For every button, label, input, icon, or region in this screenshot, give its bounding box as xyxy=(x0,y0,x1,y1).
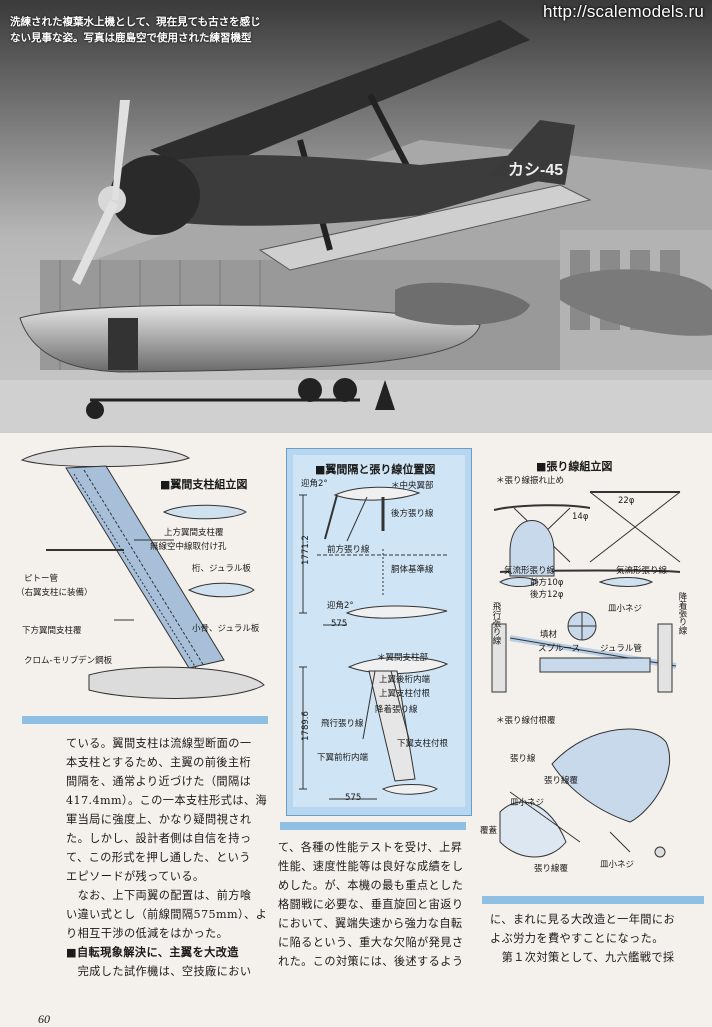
wire-label-duralumin-tube: ジュラル管 xyxy=(600,644,642,654)
strut-diagram-title: ■翼間支柱組立図 xyxy=(160,478,248,491)
photo-illustration: カシ-45 xyxy=(0,0,712,433)
diagram-inner-panel xyxy=(293,455,465,807)
col1-line: 間隔を、通常より近づけた（間隔は xyxy=(66,775,252,788)
watermark: http://scalemodels.ru xyxy=(542,2,704,21)
divider-bar-3 xyxy=(482,896,704,904)
wire-subtitle-root-cover: ＊張り線付根覆 xyxy=(496,716,556,726)
pos-label-rear-wire: 後方張り線 xyxy=(391,509,434,519)
pos-label-flying-wire: 飛行張り線 xyxy=(321,719,364,729)
wire-label-streamline-1: 気流形張り線 xyxy=(504,566,556,576)
pos-label-angle-bottom: 迎角2° xyxy=(327,601,354,611)
wire-label-streamline-2: 気流形張り線 xyxy=(616,566,668,576)
pos-label-strut-section: ＊翼間支柱部 xyxy=(377,653,429,663)
root-label-screw-2: 皿小ネジ xyxy=(600,860,635,870)
col3-line: に、まれに見る大改造と一年間にお xyxy=(490,913,676,926)
root-label-cover-2: 張り線覆 xyxy=(534,864,569,874)
col1-line: り相互干渉の低減をはかった。 xyxy=(66,927,229,940)
col1-line: 417.4mm）。この一本支柱形式は、海 xyxy=(66,794,268,807)
text-column-1: ている。翼間支柱は流線型断面の一 本支柱とするため、主翼の前後主桁 間隔を、通常… xyxy=(66,734,276,981)
wire-assembly-drawing xyxy=(491,491,681,858)
pos-label-datum-line: 胴体基準線 xyxy=(391,565,434,575)
pos-label-front-wire: 前方張り線 xyxy=(327,545,370,555)
col1-line: エピソードが残っている。 xyxy=(66,870,205,883)
caption-line-1: 洗練された複葉水上機として、現在見ても古さを感じ xyxy=(10,16,261,28)
col2-line: 格闘戦に必要な、垂直旋回と宙返り xyxy=(278,898,464,911)
pos-label-upper-rear-spar: 上翼後桁内端 xyxy=(379,675,431,685)
col1-line: て、この形式を押し通した、という xyxy=(66,851,251,864)
root-label-lid: 覆蓋 xyxy=(480,826,498,836)
strut-drawing xyxy=(20,445,265,699)
pos-label-center-wing: ＊中央翼部 xyxy=(391,481,434,491)
wire-subtitle-anti-vibration: ＊張り線振れ止め xyxy=(496,476,565,486)
col2-line: て、各種の性能テストを受け、上昇 xyxy=(278,841,463,854)
col1-line: 軍当局に強度上、かなり疑問視され xyxy=(66,813,252,826)
wire-label-spruce: スプルース xyxy=(538,644,581,654)
text-column-3: に、まれに見る大改造と一年間にお よぶ労力を費やすことになった。 第１次対策とし… xyxy=(490,910,706,967)
wire-dim-14: 14φ xyxy=(572,512,589,522)
root-label-cover: 張り線覆 xyxy=(544,776,579,786)
page-number: 60 xyxy=(38,1012,50,1026)
text-column-2: て、各種の性能テストを受け、上昇 性能、速度性能等は良好な成績をし めした。が、… xyxy=(278,838,474,971)
strut-label-rib: 小骨、ジュラル板 xyxy=(192,624,260,634)
caption-line-2: ない見事な姿。写真は鹿島空で使用された練習機型 xyxy=(10,32,252,44)
pos-label-lower-strut-root: 下翼支柱付根 xyxy=(397,739,449,749)
col2-line: において、翼端失速から強力な自転 xyxy=(278,917,463,930)
pos-dim-bottom-width: 575 xyxy=(345,793,362,803)
wire-dim-rear: 後方12φ xyxy=(530,590,564,600)
col2-line: めした。が、本機の最も重点とした xyxy=(278,879,464,892)
aircraft-photo: カシ-45 http://scalemodels.ru 洗練された複葉水上機とし… xyxy=(0,0,712,433)
wire-label-landing: 降着張り線 xyxy=(677,592,687,635)
col1-line: なお、上下両翼の配置は、前方喰 xyxy=(66,889,252,902)
pos-label-angle-top: 迎角2° xyxy=(301,479,328,489)
col2-line: に陥るという、重大な欠陥が発見さ xyxy=(278,936,464,949)
strut-assembly-diagram: ■翼間支柱組立図 上方翼間支柱覆 無線空中線取付け孔 桁、ジュラル板 ピトー管 … xyxy=(14,440,276,710)
section-heading: ■自転現象解決に、主翼を大改造 xyxy=(66,945,239,959)
wire-assembly-diagram: ■張り線組立図 ＊張り線振れ止め 22φ 14φ 前方10φ 後方12φ 気流形… xyxy=(480,452,704,890)
root-label-screw: 皿小ネジ xyxy=(510,798,545,808)
col2-line: れた。この対策には、後述するよう xyxy=(278,955,464,968)
strut-label-antenna-hole: 無線空中線取付け孔 xyxy=(150,542,227,552)
col3-line: 第１次対策として、九六艦戦で採 xyxy=(490,951,675,964)
wire-dim-22: 22φ xyxy=(618,496,635,506)
pos-label-lower-front-spar: 下翼前桁内端 xyxy=(317,753,369,763)
wire-label-countersunk-screw: 皿小ネジ xyxy=(608,604,643,614)
pos-label-upper-strut-root: 上翼支柱付根 xyxy=(379,689,431,699)
col1-line: た。しかし、設計者側は自信を持っ xyxy=(66,832,252,845)
tail-marking: カシ-45 xyxy=(508,161,563,179)
pos-dim-top-width: 575 xyxy=(331,619,348,629)
strut-label-lower-cover: 下方翼間支柱覆 xyxy=(22,626,82,636)
divider-bar-1 xyxy=(22,716,268,724)
col1-line: い違い式とし（前線間隔575mm）、よ xyxy=(66,908,268,921)
wire-dim-front: 前方10φ xyxy=(530,578,564,588)
col3-line: よぶ労力を費やすことになった。 xyxy=(490,932,664,945)
col1-line: ている。翼間支柱は流線型断面の一 xyxy=(66,737,252,750)
wire-label-filler: 填材 xyxy=(540,630,558,640)
strut-label-spar: 桁、ジュラル板 xyxy=(192,564,251,574)
wire-position-diagram: ■翼間隔と張り線位置図 迎角2° ＊中央翼部 後方張り線 前方張り線 胴体基準線… xyxy=(286,448,472,816)
col2-line: 性能、速度性能等は良好な成績をし xyxy=(278,860,464,873)
pos-dim-bottom-height: 1789.6 xyxy=(300,711,311,741)
strut-label-pitot: ピトー管 xyxy=(24,574,59,584)
strut-label-pitot-note: （右翼支柱に装備） xyxy=(16,588,93,598)
pos-dim-top-height: 1771.2 xyxy=(300,535,311,565)
strut-label-chrome-moly: クロム-モリブデン鋼板 xyxy=(24,656,113,666)
pos-label-landing-wire: 降着張り線 xyxy=(375,705,418,715)
wire-label-flying: 飛行張り線 xyxy=(491,602,501,645)
strut-label-upper-cover: 上方翼間支柱覆 xyxy=(164,528,224,538)
wire-assembly-title: ■張り線組立図 xyxy=(536,460,613,473)
wire-position-drawing xyxy=(299,486,449,800)
root-label-wire: 張り線 xyxy=(510,754,536,764)
wire-position-title: ■翼間隔と張り線位置図 xyxy=(315,463,436,476)
col1-line: 完成した試作機は、空技廠におい xyxy=(66,965,252,978)
col1-line: 本支柱とするため、主翼の前後主桁 xyxy=(66,756,252,769)
photo-caption: 洗練された複葉水上機として、現在見ても古さを感じ ない見事な姿。写真は鹿島空で使… xyxy=(10,14,280,46)
divider-bar-2 xyxy=(280,822,466,830)
